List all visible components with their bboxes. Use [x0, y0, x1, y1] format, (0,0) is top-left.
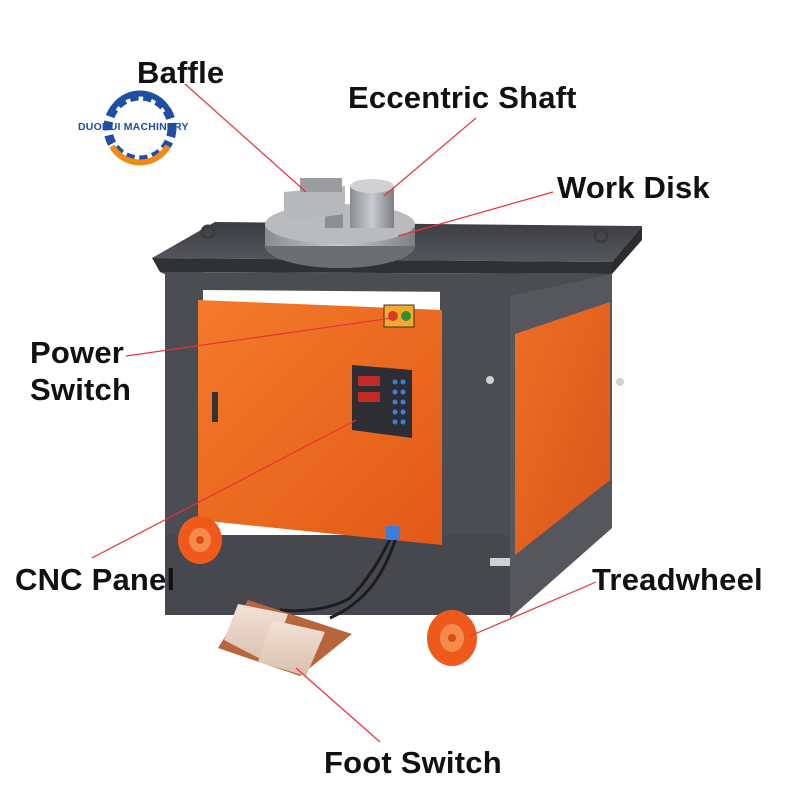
label-power-switch-line1: Power: [30, 335, 125, 370]
label-treadwheel: Treadwheel: [592, 562, 763, 597]
side-cabinet-door: [515, 302, 610, 555]
power-switch-box: [383, 304, 415, 328]
label-foot-switch: Foot Switch: [324, 745, 502, 780]
leader-power-switch: [125, 317, 393, 357]
label-cnc-panel: CNC Panel: [15, 562, 176, 597]
baffle-block: [284, 178, 345, 222]
label-work-disk: Work Disk: [557, 170, 710, 205]
treadwheel-left: [178, 516, 222, 564]
front-cabinet-door: [198, 300, 442, 545]
door-handle: [212, 392, 218, 422]
leader-work-disk: [397, 191, 554, 237]
leader-eccentric-shaft: [383, 117, 477, 197]
foot-switch: [218, 600, 352, 676]
leader-cnc-panel: [91, 419, 357, 559]
leader-treadwheel: [469, 581, 597, 637]
company-logo: [103, 90, 177, 166]
treadwheel-right: [427, 610, 477, 666]
label-baffle: Baffle: [137, 55, 225, 90]
leader-foot-switch: [295, 667, 381, 743]
cnc-control-panel: [352, 365, 412, 438]
label-power-switch-line2: Switch: [30, 372, 132, 407]
leader-baffle: [184, 83, 307, 193]
leader-lines: [91, 83, 597, 743]
label-eccentric-shaft: Eccentric Shaft: [348, 80, 577, 115]
logo-text: DUORUI MACHINERY: [78, 121, 189, 133]
